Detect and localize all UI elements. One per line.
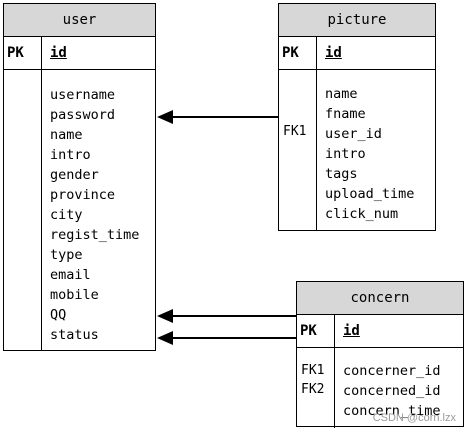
- pk-row-picture: PK id: [279, 37, 435, 70]
- attr-body-concern: FK1 FK2 concerner_id concerned_id concer…: [297, 348, 463, 428]
- attr-intro: intro: [50, 147, 91, 163]
- attr-picture-tags: tags: [325, 166, 358, 182]
- fk-label-picture-1: FK1: [283, 124, 307, 139]
- arrowhead-icon: [157, 110, 173, 124]
- attr-picture-fname: fname: [325, 106, 366, 122]
- attr-list-user: username password name intro gender prov…: [50, 85, 139, 345]
- arrowhead-icon: [157, 331, 173, 345]
- entity-title-picture: picture: [279, 4, 435, 37]
- attr-regist-time: regist_time: [50, 227, 140, 243]
- watermark: CSDN @corn.lzx: [372, 412, 456, 424]
- attr-picture-user-id: user_id: [325, 126, 382, 142]
- relationship-concerner-user: [157, 309, 296, 323]
- attr-concern-concern-time: concern_time: [343, 403, 441, 419]
- pk-label-concern: PK: [297, 315, 335, 347]
- attr-qq: QQ: [50, 307, 67, 323]
- pk-row-user: PK id: [4, 37, 155, 70]
- attr-list-concern: concerner_id concerned_id concern_time: [343, 361, 441, 421]
- entity-concern: concern PK id FK1 FK2 concerner_id conce…: [296, 281, 464, 428]
- attr-email: email: [50, 267, 91, 283]
- entity-user: user PK id username password name intro …: [3, 3, 156, 351]
- attr-gender: gender: [50, 167, 99, 183]
- attr-province: province: [50, 187, 116, 203]
- attr-picture-upload-time: upload_time: [325, 186, 415, 202]
- key-column-user: [4, 70, 42, 350]
- attr-city: city: [50, 207, 83, 223]
- pk-row-concern: PK id: [297, 315, 463, 348]
- relationship-picture-user: [157, 110, 278, 124]
- attr-password: password: [50, 107, 116, 123]
- attr-body-picture: FK1 name fname user_id intro tags upload…: [279, 70, 435, 230]
- pk-label-picture: PK: [279, 37, 317, 69]
- attr-picture-name: name: [325, 86, 358, 102]
- fk-label-concern-2: FK2: [301, 382, 325, 397]
- pk-field-user: id: [50, 45, 67, 61]
- attr-concern-concerner-id: concerner_id: [343, 363, 441, 379]
- attr-picture-intro: intro: [325, 146, 366, 162]
- key-column-concern: FK1 FK2: [297, 348, 335, 428]
- entity-title-concern: concern: [297, 282, 463, 315]
- attr-type: type: [50, 247, 83, 263]
- arrowhead-icon: [157, 309, 173, 323]
- key-column-picture: FK1: [279, 70, 317, 230]
- entity-picture: picture PK id FK1 name fname user_id int…: [278, 3, 436, 231]
- attr-picture-click-num: click_num: [325, 206, 399, 222]
- fk-label-concern-1: FK1: [301, 363, 325, 378]
- entity-title-user: user: [4, 4, 155, 37]
- attr-status: status: [50, 327, 99, 343]
- attr-mobile: mobile: [50, 287, 99, 303]
- attr-username: username: [50, 87, 116, 103]
- pk-field-picture: id: [325, 45, 342, 61]
- attr-name: name: [50, 127, 83, 143]
- attr-list-picture: name fname user_id intro tags upload_tim…: [325, 84, 414, 224]
- attr-concern-concerned-id: concerned_id: [343, 383, 441, 399]
- attr-body-user: username password name intro gender prov…: [4, 70, 155, 350]
- relationship-concerned-user: [157, 331, 296, 345]
- pk-field-concern: id: [343, 323, 360, 339]
- pk-label-user: PK: [4, 37, 42, 69]
